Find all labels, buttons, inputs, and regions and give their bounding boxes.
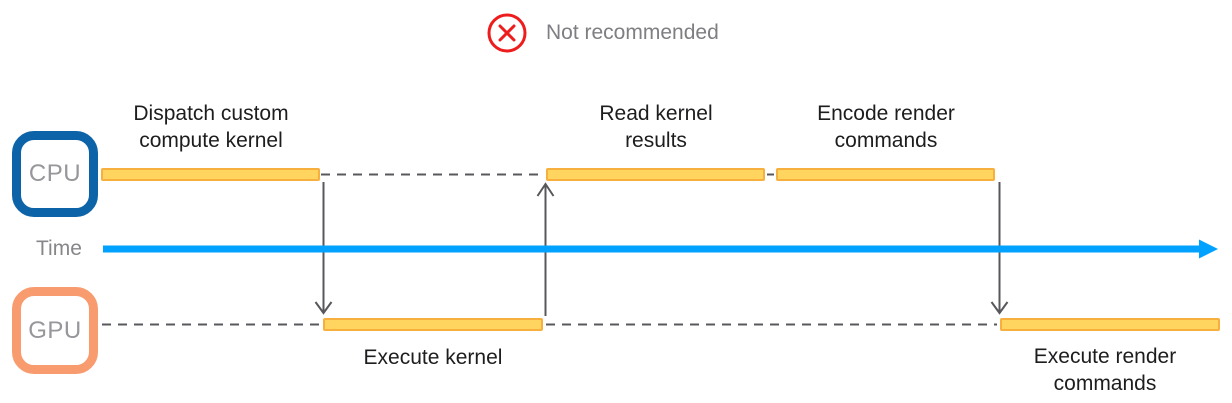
time-axis-label: Time <box>36 237 82 260</box>
gpu-bar-label-execute-render: Execute render commands <box>1033 345 1177 395</box>
cpu-bar-dispatch-compute-kernel <box>101 168 320 181</box>
cpu-bar-label-read: Read kernel results <box>599 102 713 152</box>
gpu-bar-label-execute-kernel: Execute kernel <box>363 346 503 369</box>
status-label: Not recommended <box>546 21 719 44</box>
gpu-bar-execute-kernel <box>323 318 543 331</box>
cpu-bar-read-kernel-results <box>546 168 765 181</box>
circle-x-icon <box>487 13 527 53</box>
cpu-bar-encode-render-commands <box>776 168 995 181</box>
cpu-box: CPU <box>12 131 98 217</box>
gpu-box-label: GPU <box>28 316 82 344</box>
cpu-bar-label-encode: Encode render commands <box>817 102 955 152</box>
cpu-box-label: CPU <box>28 160 82 187</box>
gpu-bar-execute-render-commands <box>1000 318 1220 331</box>
gpu-box: GPU <box>12 287 98 374</box>
time-arrow-icon <box>103 239 1218 259</box>
cpu-bar-label-dispatch: Dispatch custom compute kernel <box>133 102 289 152</box>
